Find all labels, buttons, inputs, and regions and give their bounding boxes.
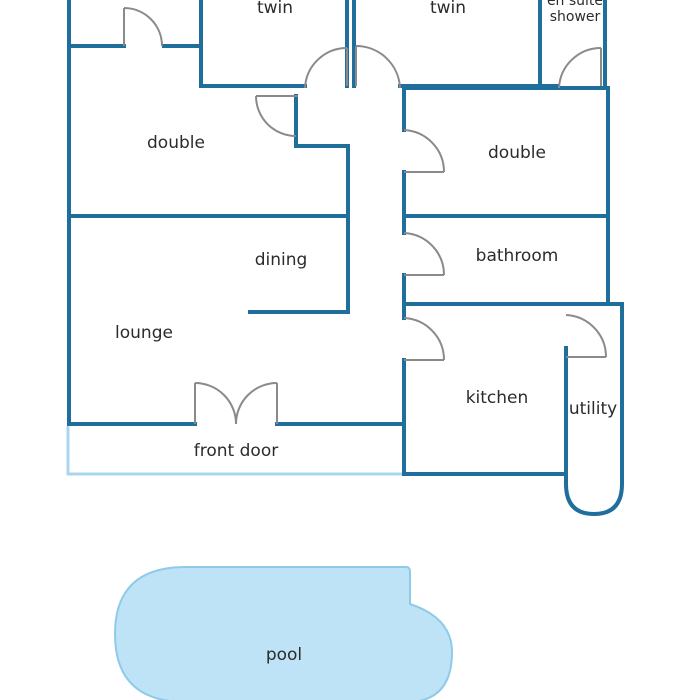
front-porch xyxy=(66,426,404,476)
label-twin-right: twin xyxy=(430,0,466,18)
label-pool: pool xyxy=(266,645,302,665)
walls xyxy=(67,0,624,517)
pool-shape xyxy=(113,566,454,700)
door-kitchen xyxy=(403,317,446,361)
door-twin-left xyxy=(304,46,348,89)
door-front xyxy=(194,382,278,425)
label-double-left: double xyxy=(147,133,205,153)
label-kitchen: kitchen xyxy=(466,388,529,408)
doors xyxy=(123,7,608,425)
label-double-right: double xyxy=(488,143,546,163)
label-ensuite-line1: en suite xyxy=(547,0,603,9)
label-front-door: front door xyxy=(194,441,278,461)
door-utility xyxy=(565,314,608,358)
label-utility: utility xyxy=(569,399,617,419)
label-ensuite-line2: shower xyxy=(550,9,601,25)
label-twin-left: twin xyxy=(257,0,293,18)
door-top-left xyxy=(123,7,163,47)
label-dining: dining xyxy=(255,250,308,270)
door-bathroom xyxy=(403,232,446,276)
label-bathroom: bathroom xyxy=(476,246,559,266)
door-twin-right xyxy=(355,44,401,89)
door-double-left xyxy=(255,95,298,137)
door-ensuite xyxy=(558,46,602,89)
label-lounge: lounge xyxy=(115,323,173,343)
room-labels: twin twin en suite shower double double … xyxy=(115,0,617,665)
door-double-right xyxy=(403,129,446,173)
